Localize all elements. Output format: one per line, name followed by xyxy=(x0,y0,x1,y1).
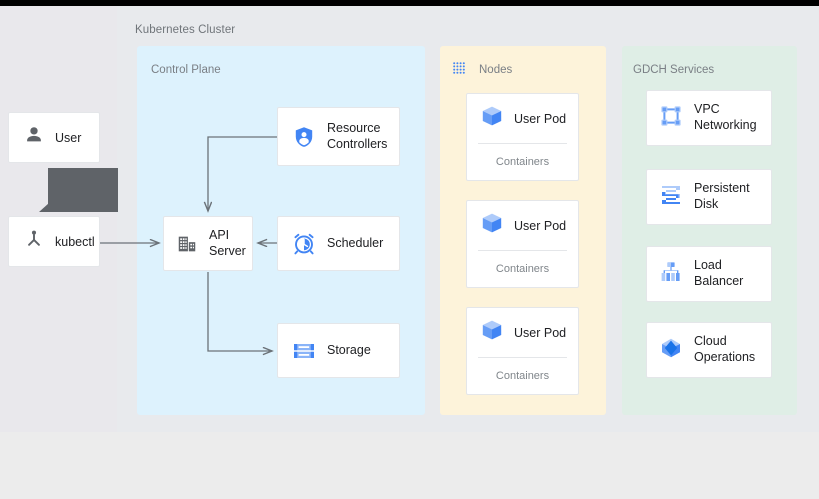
card-user-pod-label: User Pod xyxy=(514,111,567,126)
card-storage-label: Storage xyxy=(327,342,371,357)
divider xyxy=(478,250,567,251)
storage-disks-icon xyxy=(292,339,316,363)
card-kubectl[interactable]: kubectl xyxy=(8,216,100,267)
divider xyxy=(478,357,567,358)
vpc-networking-icon xyxy=(659,104,683,133)
card-resource-controllers[interactable]: Resource Controllers xyxy=(277,107,400,166)
kubectl-icon xyxy=(23,228,45,255)
card-user-pod[interactable]: User Pod Containers xyxy=(466,307,579,395)
person-icon xyxy=(23,124,45,151)
alarm-clock-icon xyxy=(292,232,316,256)
card-user-label: User xyxy=(55,130,82,145)
card-user-pod-header: User Pod xyxy=(467,201,578,250)
card-user-pod-label: User Pod xyxy=(514,218,567,233)
card-user-pod-header: User Pod xyxy=(467,308,578,357)
dot-grid-icon xyxy=(452,61,468,82)
card-kubectl-label: kubectl xyxy=(55,234,95,249)
browser-chrome-bar xyxy=(0,0,819,6)
pod-cube-icon xyxy=(480,211,504,240)
group-label-control-plane: Control Plane xyxy=(151,64,221,76)
card-api-server-label: API Server xyxy=(209,227,246,258)
card-user-pod[interactable]: User Pod Containers xyxy=(466,93,579,181)
shield-person-icon xyxy=(292,125,316,149)
card-user-pod-sublabel: Containers xyxy=(495,370,550,382)
card-user-pod-sublabel: Containers xyxy=(495,263,550,275)
card-user-pod-label: User Pod xyxy=(514,325,567,340)
card-persistent-disk-label: Persistent Disk xyxy=(694,181,750,211)
card-scheduler-label: Scheduler xyxy=(327,235,384,250)
dark-tooltip xyxy=(39,168,118,212)
card-api-server[interactable]: API Server xyxy=(163,216,253,271)
pod-cube-icon xyxy=(480,318,504,347)
card-scheduler[interactable]: Scheduler xyxy=(277,216,400,271)
divider xyxy=(478,143,567,144)
card-user-pod-header: User Pod xyxy=(467,94,578,143)
card-user-pod-sublabel: Containers xyxy=(495,156,550,168)
load-balancer-icon xyxy=(659,260,683,289)
card-vpc-networking-label: VPC Networking xyxy=(694,102,757,132)
card-storage[interactable]: Storage xyxy=(277,323,400,378)
card-load-balancer[interactable]: Load Balancer xyxy=(646,246,772,302)
api-server-icon xyxy=(176,233,198,255)
card-user-pod[interactable]: User Pod Containers xyxy=(466,200,579,288)
card-resource-controllers-label: Resource Controllers xyxy=(327,120,388,151)
cloud-operations-icon xyxy=(659,336,683,365)
card-cloud-operations[interactable]: Cloud Operations xyxy=(646,322,772,378)
card-user[interactable]: User xyxy=(8,112,100,163)
card-vpc-networking[interactable]: VPC Networking xyxy=(646,90,772,146)
group-label-nodes: Nodes xyxy=(479,64,513,76)
page-title: Kubernetes Cluster xyxy=(135,24,236,36)
persistent-disk-icon xyxy=(659,183,683,212)
card-persistent-disk[interactable]: Persistent Disk xyxy=(646,169,772,225)
card-load-balancer-label: Load Balancer xyxy=(694,258,744,288)
group-label-gdch-services: GDCH Services xyxy=(633,64,715,76)
pod-cube-icon xyxy=(480,104,504,133)
card-cloud-operations-label: Cloud Operations xyxy=(694,334,756,364)
